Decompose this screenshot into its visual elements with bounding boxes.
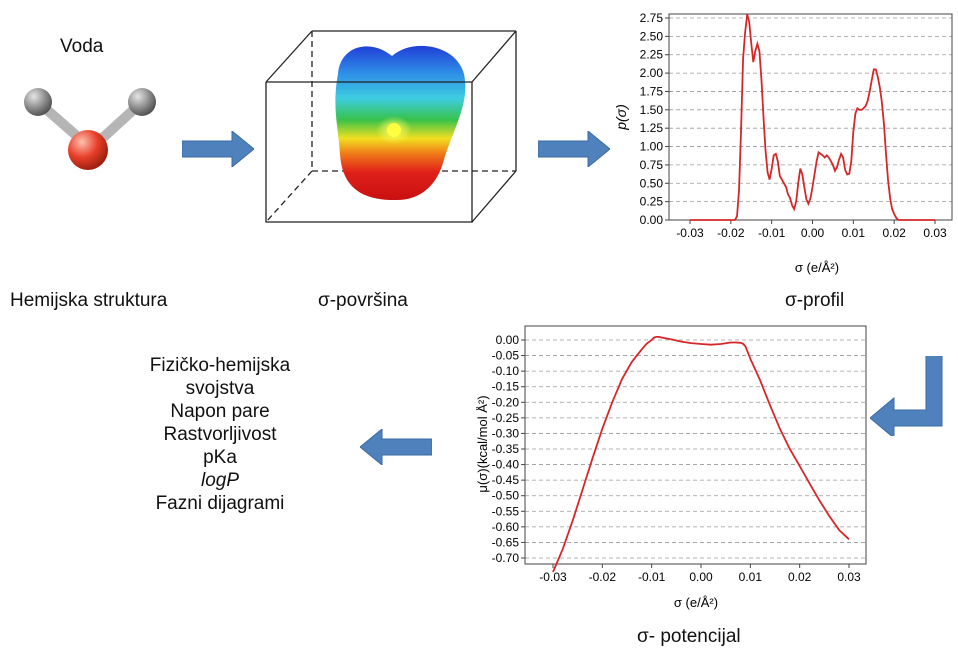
x-tick-label: -0.03 [676, 226, 704, 240]
y-tick-label: 1.00 [640, 140, 664, 154]
y-tick-label: 1.50 [640, 103, 664, 117]
x-tick-label: 0.02 [788, 570, 812, 584]
plot-frame [524, 325, 867, 565]
y-tick-label: 0.25 [640, 195, 664, 209]
series-line [690, 14, 935, 221]
y-tick-label: -0.15 [492, 380, 520, 394]
x-tick-label: -0.01 [638, 570, 666, 584]
x-tick-label: 0.03 [837, 570, 861, 584]
arrow-turn-left-icon [870, 356, 943, 436]
y-tick-label: -0.65 [492, 535, 520, 549]
x-tick-label: 0.00 [801, 226, 825, 240]
sigma-profile-chart: 0.00 0.25 0.50 0.75 1.00 1.25 1.50 1.75 2.00 2.25… [613, 11, 953, 275]
y-tick-label: -0.05 [492, 349, 520, 363]
x-tick-label: 0.01 [739, 570, 763, 584]
arrow-left-icon [360, 429, 432, 465]
y-tick-label: 2.50 [640, 29, 664, 43]
x-tick-label: 0.02 [882, 226, 906, 240]
series-line [552, 336, 850, 573]
property-item: Fazni dijagrami [155, 493, 285, 514]
y-tick-label: 1.25 [640, 121, 664, 135]
hydrogen-atom-left [24, 88, 52, 116]
property-item: Fizičko-hemijska [149, 355, 291, 376]
y-tick-label: -0.40 [492, 458, 520, 472]
y-tick-label: 2.75 [640, 11, 664, 25]
y-tick-label: -0.25 [492, 411, 520, 425]
surface-caption: σ-površina [318, 290, 408, 311]
molecule-name: Voda [60, 36, 104, 57]
x-tick-label: 0.03 [923, 226, 947, 240]
arrow-right-icon [182, 131, 254, 167]
x-tick-label: 0.01 [842, 226, 866, 240]
profile-caption: σ-profil [785, 290, 845, 311]
x-tick-label: -0.03 [539, 570, 567, 584]
sigma-surface [265, 30, 517, 223]
y-tick-label: 2.25 [640, 48, 664, 62]
property-item: logP [200, 470, 240, 491]
property-item: Rastvorljivost [163, 424, 277, 445]
y-tick-label: 0.00 [640, 213, 664, 227]
x-tick-label: -0.02 [589, 570, 617, 584]
y-tick-label: -0.55 [492, 504, 520, 518]
y-tick-label: -0.60 [492, 520, 520, 534]
y-tick-label: -0.50 [492, 489, 520, 503]
hydrogen-atom-right [128, 88, 156, 116]
x-tick-label: -0.01 [758, 226, 786, 240]
y-tick-label: -0.35 [492, 442, 520, 456]
y-axis-label: μ(σ)(kcal/mol Å²) [476, 395, 490, 492]
x-axis-label: σ (e/Å²) [795, 260, 839, 275]
y-tick-label: 1.75 [640, 84, 664, 98]
x-tick-label: 0.00 [689, 570, 713, 584]
y-axis-label: p(σ) [613, 104, 629, 131]
plot-frame [668, 13, 953, 221]
y-tick-label: 0.50 [640, 176, 664, 190]
oxygen-atom [68, 130, 108, 170]
properties-list: Fizičko-hemijska svojstva Napon pare Ras… [100, 354, 340, 515]
potential-caption: σ- potencijal [637, 626, 741, 647]
property-item: pKa [203, 447, 237, 468]
property-item: svojstva [185, 378, 255, 399]
y-tick-label: 2.00 [640, 66, 664, 80]
arrow-right-icon [538, 131, 610, 167]
molecule-caption: Hemijska struktura [10, 290, 168, 311]
y-tick-label: -0.70 [492, 551, 520, 565]
property-item: Napon pare [170, 401, 270, 422]
water-molecule [24, 88, 156, 170]
y-tick-label: 0.00 [496, 333, 520, 347]
x-tick-label: -0.02 [717, 226, 745, 240]
y-tick-label: 0.75 [640, 158, 664, 172]
x-axis-label: σ (e/Å²) [674, 595, 718, 610]
y-tick-label: -0.20 [492, 395, 520, 409]
sigma-potential-chart: 0.00 -0.05-0.10 -0.15-0.20 -0.25-0.30 -0.35 -… [476, 325, 867, 610]
y-tick-label: -0.10 [492, 364, 520, 378]
y-tick-label: -0.45 [492, 473, 520, 487]
y-tick-label: -0.30 [492, 426, 520, 440]
